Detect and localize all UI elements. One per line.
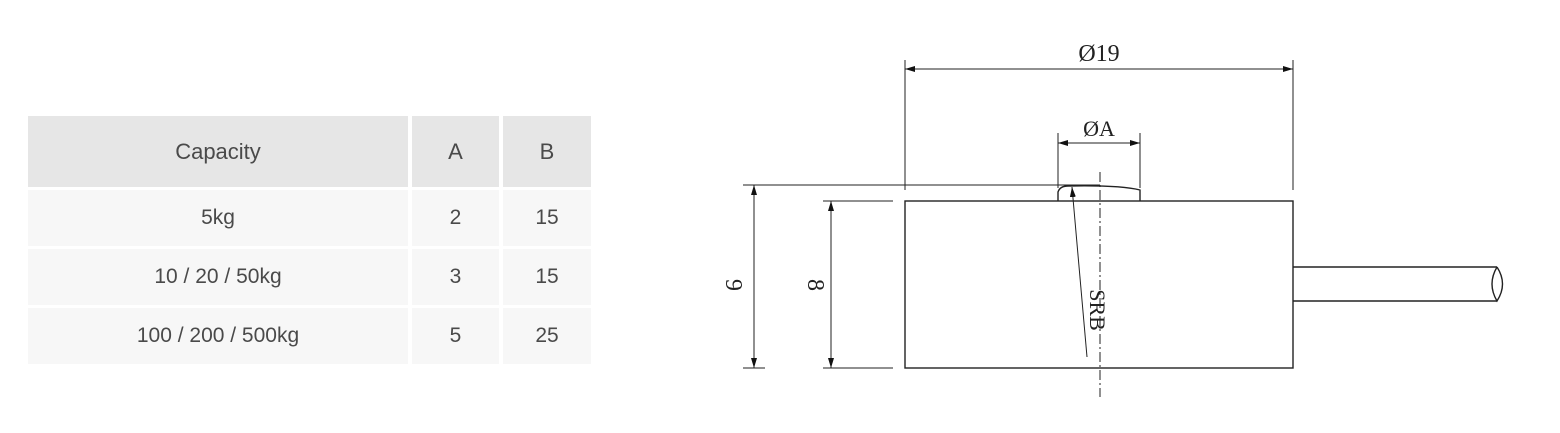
sensor-body (904, 200, 1294, 369)
radius-leader (1069, 186, 1088, 358)
table-header: Capacity A B (28, 116, 591, 187)
dim-diameter-19 (904, 60, 1294, 190)
table-row: 10 / 20 / 50kg 3 15 (28, 249, 591, 305)
dim-height-8 (823, 200, 893, 369)
load-button (1057, 185, 1141, 201)
table-row: 100 / 200 / 500kg 5 25 (28, 308, 591, 364)
dim-height-9 (743, 184, 1100, 369)
cell-capacity: 100 / 200 / 500kg (28, 308, 408, 364)
label-height-9: 9 (720, 279, 746, 291)
cell-a: 2 (412, 190, 499, 246)
label-height-8: 8 (802, 279, 828, 291)
cable (1293, 266, 1504, 303)
cell-b: 15 (503, 249, 591, 305)
cell-a: 3 (412, 249, 499, 305)
capacity-table: Capacity A B 5kg 2 15 10 / 20 / 50kg 3 1… (28, 116, 591, 367)
cell-b: 15 (503, 190, 591, 246)
label-radius: SRB (1085, 289, 1110, 331)
cell-capacity: 5kg (28, 190, 408, 246)
header-a: A (412, 116, 499, 187)
header-capacity: Capacity (28, 116, 408, 187)
header-b: B (503, 116, 591, 187)
cell-a: 5 (412, 308, 499, 364)
table-row: 5kg 2 15 (28, 190, 591, 246)
label-diameter-19: Ø19 (1078, 41, 1119, 67)
dim-diameter-a (1057, 133, 1141, 188)
label-diameter-a: ØA (1083, 116, 1115, 141)
cell-capacity: 10 / 20 / 50kg (28, 249, 408, 305)
cell-b: 25 (503, 308, 591, 364)
